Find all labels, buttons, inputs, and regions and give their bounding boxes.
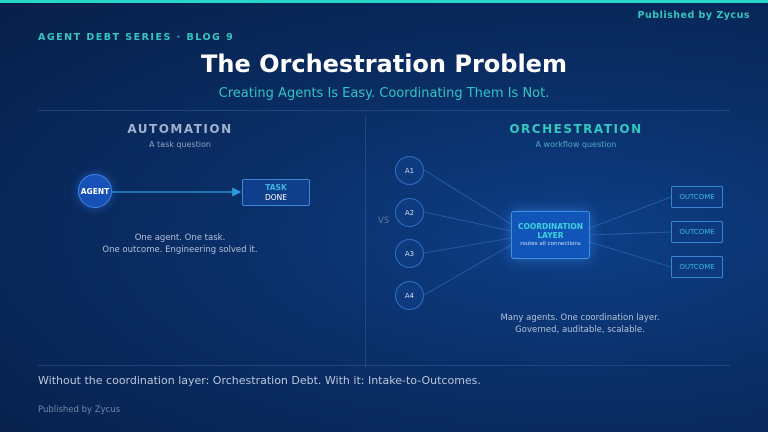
outcome-box-3: OUTCOME <box>671 256 723 278</box>
automation-subtitle: A task question <box>149 140 211 149</box>
page-title: The Orchestration Problem <box>201 50 567 78</box>
automation-desc-line-2: One outcome. Engineering solved it. <box>102 245 258 255</box>
publisher-label-bottom: Published by Zycus <box>38 405 121 415</box>
agent-node-a2: A2 <box>395 198 424 227</box>
orchestration-title: ORCHESTRATION <box>509 122 643 136</box>
orchestration-subtitle: A workflow question <box>535 140 617 149</box>
outcome-2-connector <box>589 231 672 236</box>
a1-connector <box>423 169 512 225</box>
a4-connector <box>423 244 512 296</box>
automation-title: AUTOMATION <box>127 122 233 136</box>
automation-desc-line-1: One agent. One task. <box>134 233 226 243</box>
agent-node: AGENT <box>78 174 112 208</box>
agent-node-a3: A3 <box>395 239 424 268</box>
done-label: DONE <box>264 192 288 202</box>
agent-node-a4: A4 <box>395 281 424 310</box>
agent-node-label: AGENT <box>80 186 110 196</box>
outcome-1-connector <box>589 196 672 229</box>
agent-node-a3-label: A3 <box>404 249 415 258</box>
orchestration-desc-line-2: Governed, auditable, scalable. <box>515 325 645 335</box>
outcome-box-2: OUTCOME <box>671 221 723 243</box>
outcome-label-2: OUTCOME <box>679 228 715 236</box>
agent-node-a4-label: A4 <box>404 291 415 300</box>
agent-node-a2-label: A2 <box>404 208 415 217</box>
coordination-label: COORDINATION <box>517 222 584 231</box>
task-label: TASK <box>265 183 287 192</box>
publisher-label-top: Published by Zycus <box>637 10 750 21</box>
page-subtitle: Creating Agents Is Easy. Coordinating Th… <box>218 86 550 101</box>
a2-connector <box>423 211 512 232</box>
a3-connector <box>423 237 512 254</box>
outcome-label-1: OUTCOME <box>679 193 715 201</box>
layer-label: LAYER <box>537 230 564 240</box>
agent-node-a1-label: A1 <box>404 166 415 175</box>
footer-statement: Without the coordination layer: Orchestr… <box>38 374 481 387</box>
task-done-box: TASK DONE <box>242 179 310 206</box>
agent-node-a1: A1 <box>395 156 424 185</box>
outcome-box-1: OUTCOME <box>671 186 723 208</box>
orchestration-description: Many agents. One coordination layer. Gov… <box>460 312 700 336</box>
coordination-layer-box: COORDINATION LAYER routes all connection… <box>511 211 590 259</box>
outcome-3-connector <box>589 241 672 268</box>
header-divider <box>38 110 730 111</box>
series-label: AGENT DEBT SERIES · BLOG 9 <box>38 32 235 43</box>
vs-label: VS <box>378 216 390 226</box>
orchestration-desc-line-1: Many agents. One coordination layer. <box>500 313 660 323</box>
coordination-caption: routes all connections <box>520 241 581 247</box>
automation-description: One agent. One task. One outcome. Engine… <box>60 232 300 256</box>
center-divider <box>365 115 366 367</box>
top-accent-bar <box>0 0 768 3</box>
footer-divider <box>38 365 730 366</box>
outcome-label-3: OUTCOME <box>679 263 715 271</box>
